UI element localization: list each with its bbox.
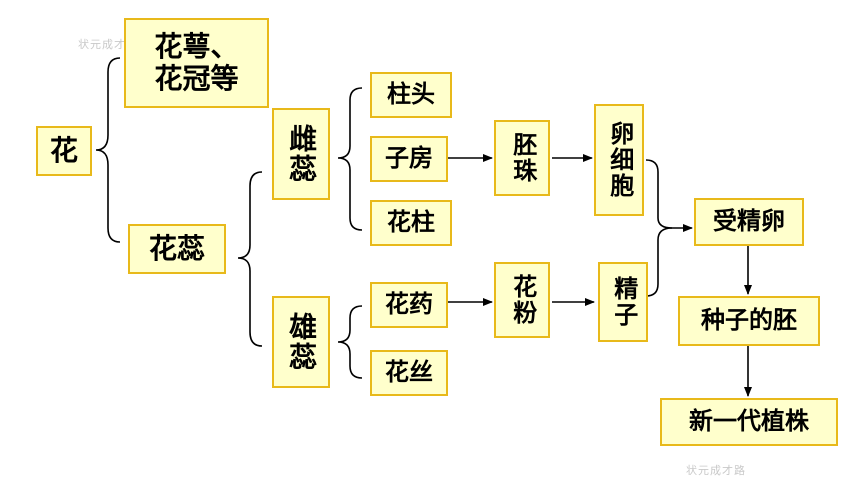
node-anther: 花药 [370,282,448,328]
node-pistil-stamen-label: 花蕊 [148,231,205,265]
node-seed-embryo-label: 种子的胚 [701,306,797,335]
node-egg-cell: 卵细胞 [594,104,644,216]
node-pistil-stamen: 花蕊 [128,224,226,274]
brace-pistil [337,87,363,231]
node-style-label: 花柱 [387,208,435,237]
node-pollen-label: 花粉 [508,274,537,326]
node-pistil: 雌蕊 [272,108,330,200]
node-flower-label: 花 [49,133,78,167]
node-stigma-label: 柱头 [387,80,435,109]
node-calyx-corolla-line2: 花冠等 [154,62,239,95]
node-ovule: 胚珠 [494,120,550,196]
node-new-plant-label: 新一代植株 [689,407,809,436]
node-sperm-label: 精子 [609,276,638,328]
brace-fertilization-lower [645,227,673,297]
node-anther-label: 花药 [385,290,433,319]
node-fertilized-egg-label: 受精卵 [713,207,785,236]
node-ovule-label: 胚珠 [508,132,537,184]
node-fertilized-egg: 受精卵 [694,198,804,246]
brace-stamen [337,305,363,379]
node-pistil-label: 雌蕊 [285,124,319,184]
brace-fertilization [645,159,693,232]
node-ovary-label: 子房 [385,144,433,173]
node-style: 花柱 [370,200,452,246]
brace-pistil-stamen [237,171,263,347]
node-stigma: 柱头 [370,72,452,118]
watermark-top-left: 状元成才路 [78,38,138,51]
node-stamen: 雄蕊 [272,296,330,388]
node-flower: 花 [36,126,92,176]
node-new-plant: 新一代植株 [660,398,838,446]
node-ovary: 子房 [370,136,448,182]
node-calyx-corolla: 花萼、 花冠等 [124,18,269,108]
node-sperm: 精子 [598,262,648,342]
node-pollen: 花粉 [494,262,550,338]
node-egg-cell-label: 卵细胞 [605,121,634,199]
node-stamen-label: 雄蕊 [285,312,319,372]
watermark-bottom-right: 状元成才路 [686,464,746,477]
node-filament: 花丝 [370,350,448,396]
node-calyx-corolla-line1: 花萼、 [154,29,239,63]
node-seed-embryo: 种子的胚 [678,296,820,346]
brace-flower [95,57,121,243]
node-filament-label: 花丝 [385,358,433,387]
